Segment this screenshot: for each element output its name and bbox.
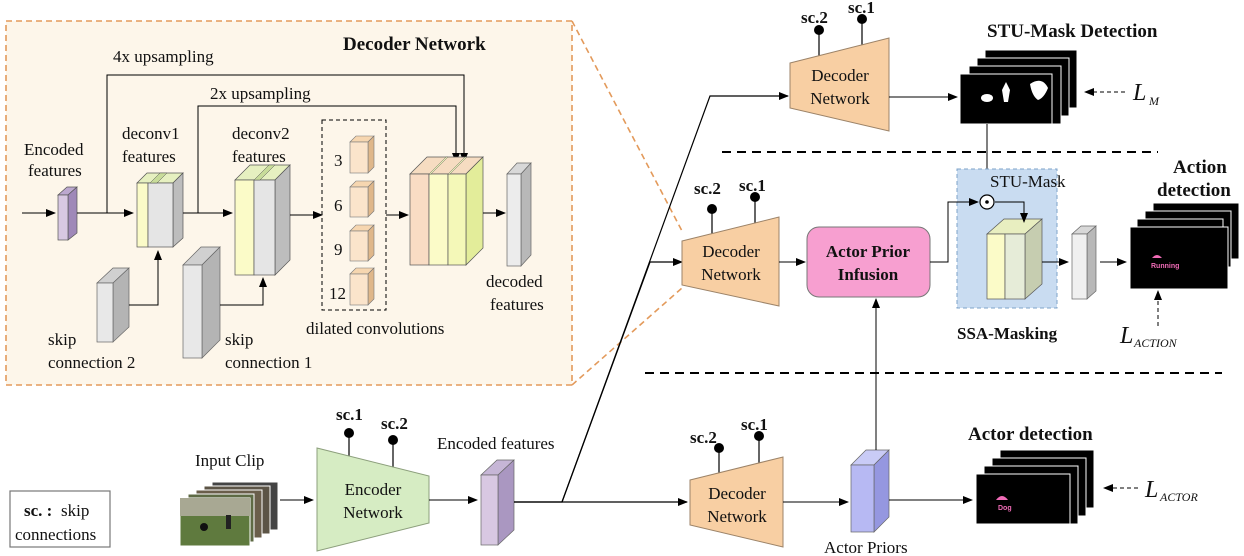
decoder-top: sc.2 sc.1 Decoder Network	[789, 0, 890, 132]
svg-text:Running: Running	[1151, 263, 1179, 270]
deconv1-label-2: features	[122, 147, 176, 166]
decoder-detail-panel: Decoder Network 4x upsampling 2x upsampl…	[5, 20, 573, 386]
zoom-line-bottom	[571, 287, 683, 386]
encoder-network: sc.1 sc.2 Encoder Network	[316, 405, 430, 552]
svg-text:skip: skip	[61, 501, 89, 520]
svg-text:Infusion: Infusion	[838, 265, 899, 284]
encoded-features-main-block	[480, 459, 515, 546]
encoded-features-label-1: Encoded	[24, 140, 84, 159]
svg-text:Network: Network	[707, 507, 767, 526]
svg-text:Decoder: Decoder	[702, 242, 760, 261]
svg-text:Decoder: Decoder	[708, 484, 766, 503]
upsample-2x-label: 2x upsampling	[210, 84, 311, 103]
upsample-4x-label: 4x upsampling	[113, 47, 214, 66]
route-to-mid-decoder	[561, 258, 683, 503]
svg-text:Network: Network	[810, 89, 870, 108]
encoder-sc1-label: sc.1	[336, 405, 363, 424]
actor-detection-title: Actor detection	[968, 424, 1093, 445]
svg-text:sc.2: sc.2	[690, 428, 717, 447]
skip1-label-2: connection 1	[225, 353, 312, 372]
loss-mask: L M	[1132, 80, 1160, 108]
skip1-label-1: skip	[225, 330, 253, 349]
loss-actor: L ACTOR	[1144, 477, 1198, 504]
dilated-conv-label: dilated convolutions	[306, 319, 444, 338]
action-detection-title-1: Action	[1173, 157, 1227, 178]
encoder-title-2: Network	[343, 503, 403, 522]
svg-text:sc. :: sc. :	[24, 501, 52, 520]
dilated-block-12: 12	[329, 267, 375, 306]
dilated-block-3: 3	[334, 135, 375, 174]
actor-priors-block	[850, 449, 890, 533]
stu-mask-label: STU-Mask	[990, 172, 1066, 191]
ssa-masking-label: SSA-Masking	[957, 324, 1058, 343]
decoded-label-1: decoded	[486, 272, 543, 291]
svg-text:6: 6	[334, 196, 343, 215]
deconv1-block	[136, 172, 184, 248]
skip2-label-1: skip	[48, 330, 76, 349]
actor-prior-infusion: Actor Prior Infusion	[806, 226, 931, 298]
svg-text:sc.2: sc.2	[694, 179, 721, 198]
svg-text:9: 9	[334, 240, 343, 259]
deconv2-label-2: features	[232, 147, 286, 166]
ssa-masking-region: STU-Mask	[956, 168, 1066, 309]
stu-mask-detection-title: STU-Mask Detection	[987, 21, 1158, 42]
concat-block	[409, 156, 484, 266]
svg-text:12: 12	[329, 284, 346, 303]
deconv2-block	[234, 164, 291, 276]
svg-text:3: 3	[334, 151, 343, 170]
encoded-features-block	[57, 186, 78, 241]
svg-text:Network: Network	[701, 265, 761, 284]
dilated-block-9: 9	[334, 224, 375, 262]
encoder-sc2-label: sc.2	[381, 414, 408, 433]
action-detection-title-2: detection	[1157, 180, 1231, 201]
actor-priors-label: Actor Priors	[824, 538, 908, 556]
skip-connection-2-block	[96, 267, 130, 343]
decoded-label-2: features	[490, 295, 544, 314]
upsample-2x-arrow	[197, 105, 460, 213]
action-detection-frames: Running	[1129, 202, 1240, 290]
svg-text:L: L	[1119, 323, 1133, 349]
input-clip-frames	[179, 481, 279, 547]
actor-detection-frames: Dog	[975, 449, 1095, 525]
svg-text:Actor Prior: Actor Prior	[826, 242, 911, 261]
skip2-label-2: connection 2	[48, 353, 135, 372]
svg-text:connections: connections	[15, 525, 96, 544]
svg-text:Dog: Dog	[998, 505, 1012, 512]
decoder-bottom: sc.2 sc.1 Decoder Network	[689, 415, 784, 548]
svg-text:M: M	[1148, 94, 1160, 108]
svg-text:sc.1: sc.1	[848, 0, 875, 17]
svg-text:sc.2: sc.2	[801, 8, 828, 27]
decoder-middle: sc.2 sc.1 Decoder Network	[681, 176, 780, 307]
svg-text:Decoder: Decoder	[811, 66, 869, 85]
action-feature-block	[1071, 225, 1097, 300]
svg-text:ACTION: ACTION	[1133, 336, 1178, 350]
stu-mask-frames	[959, 49, 1078, 125]
encoded-features-main-label: Encoded features	[437, 434, 555, 453]
encoder-title-1: Encoder	[345, 480, 402, 499]
decoded-features-block	[506, 162, 532, 267]
loss-action: L ACTION	[1119, 323, 1178, 350]
zoom-line-top	[571, 20, 683, 232]
skip-connection-1-block	[182, 246, 221, 359]
dilated-block-6: 6	[334, 180, 375, 218]
panel-title: Decoder Network	[343, 34, 486, 55]
svg-text:sc.1: sc.1	[741, 415, 768, 434]
svg-text:L: L	[1132, 80, 1146, 106]
deconv1-label-1: deconv1	[122, 124, 180, 143]
legend-box: sc. : skip connections	[9, 490, 111, 548]
svg-text:ACTOR: ACTOR	[1159, 490, 1198, 504]
dilated-conv-box	[321, 119, 387, 311]
svg-text:sc.1: sc.1	[739, 176, 766, 195]
encoded-features-label-2: features	[28, 161, 82, 180]
input-clip-label: Input Clip	[195, 451, 264, 470]
deconv2-label-1: deconv2	[232, 124, 290, 143]
upsample-4x-arrow	[106, 74, 468, 213]
svg-text:L: L	[1144, 477, 1158, 503]
